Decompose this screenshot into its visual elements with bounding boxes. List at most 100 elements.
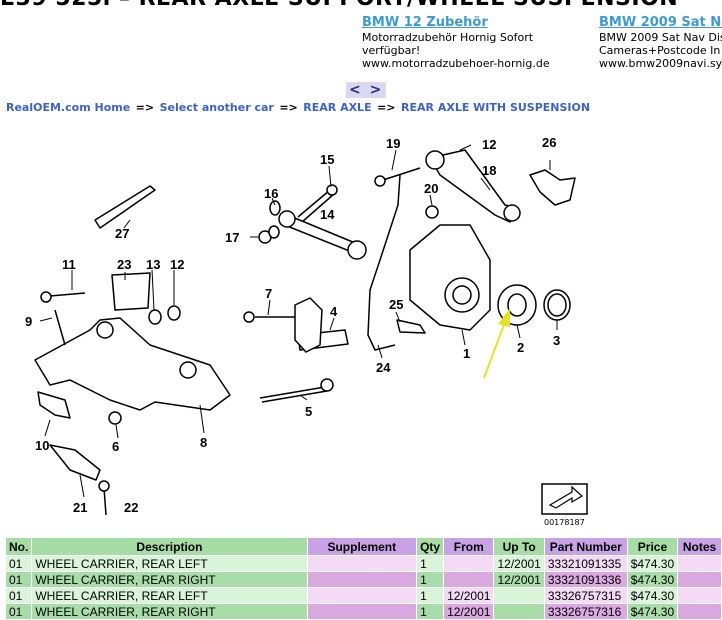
cell-up-to [493,603,545,620]
callout-25: 25 [389,297,403,312]
ad-text: Motorradzubehör Hornig Sofort [362,31,534,44]
cell-supplement [306,555,418,572]
cell-qty: 1 [416,555,445,572]
callout-12b: 12 [170,257,184,272]
breadcrumb-current-link[interactable]: REAR AXLE WITH SUSPENSION [401,101,591,114]
breadcrumb-select-car-link[interactable]: Select another car [159,101,274,114]
cell-from [443,555,495,572]
cell-up-to [493,587,545,604]
table-row[interactable]: 01 WHEEL CARRIER, REAR RIGHT 1 12/2001 3… [4,603,722,620]
callout-2: 2 [517,340,524,355]
table-row[interactable]: 01 WHEEL CARRIER, REAR LEFT 1 12/2001 33… [4,587,722,604]
callout-9: 9 [25,314,32,329]
callout-8: 8 [200,435,207,450]
cell-description: WHEEL CARRIER, REAR LEFT [31,587,308,604]
leader-lines [39,144,558,498]
col-part-number: Part Number [543,537,628,556]
cell-from [443,571,495,588]
cell-no: 01 [4,555,33,572]
figure-stamp: 00178187 [541,483,588,527]
cell-price: $474.30 [626,571,679,588]
callout-3: 3 [553,333,560,348]
figure-number: 00178187 [544,518,585,527]
cell-price: $474.30 [626,587,679,604]
table-row[interactable]: 01 WHEEL CARRIER, REAR LEFT 1 12/2001 33… [4,555,722,572]
callout-10: 10 [35,438,49,453]
callout-12: 12 [482,137,496,152]
cell-description: WHEEL CARRIER, REAR LEFT [31,555,308,572]
cell-part-number[interactable]: 33321091335 [543,555,628,572]
callout-15: 15 [320,152,334,167]
col-description: Description [31,537,308,556]
breadcrumb-rear-axle-link[interactable]: REAR AXLE [303,101,372,114]
table-row[interactable]: 01 WHEEL CARRIER, REAR RIGHT 1 12/2001 3… [4,571,722,588]
cell-supplement [306,603,418,620]
ad-block-2[interactable]: BMW 2009 Sat Nav BMW 2009 Sat Nav Dis Ca… [599,16,722,70]
cell-part-number[interactable]: 33321091336 [543,571,628,588]
cell-notes [677,555,722,572]
callout-20: 20 [424,181,438,196]
cell-up-to: 12/2001 [493,555,545,572]
callout-4: 4 [330,304,338,319]
ad-text: Cameras+Postcode In [599,44,721,57]
callout-27: 27 [115,226,129,241]
cell-no: 01 [4,587,33,604]
col-no: No. [4,537,33,556]
callout-1: 1 [463,346,470,361]
callout-17: 17 [225,230,239,245]
cell-notes [677,587,722,604]
cell-price: $474.30 [626,603,679,620]
callout-14: 14 [320,207,335,222]
cell-price: $474.30 [626,555,679,572]
cell-notes [677,571,722,588]
cell-description: WHEEL CARRIER, REAR RIGHT [31,603,308,620]
col-from: From [443,537,495,556]
cell-from: 12/2001 [443,603,495,620]
callout-5: 5 [305,404,312,419]
ad-title-link[interactable]: BMW 2009 Sat Nav [599,15,722,30]
ad-url[interactable]: www.bmw2009navi.syn [599,57,722,70]
ad-text: BMW 2009 Sat Nav Dis [599,31,722,44]
callout-22: 22 [124,500,138,515]
col-price: Price [626,537,679,556]
cell-from: 12/2001 [443,587,495,604]
breadcrumb-home-link[interactable]: RealOEM.com Home [6,101,131,114]
highlight-arrow [483,308,510,379]
callout-16: 16 [264,186,278,201]
breadcrumb-separator: => [377,101,396,114]
callout-18: 18 [482,163,496,178]
cell-qty: 1 [416,587,445,604]
cell-part-number[interactable]: 33326757315 [543,587,628,604]
cell-qty: 1 [416,603,445,620]
breadcrumb-separator: => [279,101,298,114]
cell-notes [677,603,722,620]
col-up-to: Up To [493,537,545,556]
ad-text: verfügbar! [362,44,421,57]
cell-supplement [306,587,418,604]
breadcrumb-separator: => [135,101,155,114]
callout-13: 13 [146,257,160,272]
cell-up-to: 12/2001 [493,571,545,588]
table-header-row: No. Description Supplement Qty From Up T… [4,537,722,556]
ad-nav-arrows[interactable]: < > [346,82,387,98]
callouts: 1 2 3 4 5 6 7 8 9 10 11 12 12 13 14 15 1… [25,135,560,515]
callout-23: 23 [117,257,131,272]
page-title: E39 525i – REAR AXLE SUPPORT/WHEEL SUSPE… [0,0,678,11]
callout-26: 26 [542,135,556,150]
col-qty: Qty [416,537,445,556]
callout-7: 7 [265,286,272,301]
callout-21: 21 [73,500,87,515]
callout-6: 6 [112,439,119,454]
breadcrumb: RealOEM.com Home => Select another car =… [6,101,590,114]
cell-part-number[interactable]: 33326757316 [543,603,628,620]
col-supplement: Supplement [306,537,418,556]
cell-no: 01 [4,571,33,588]
ad-title-link[interactable]: BMW 12 Zubehör [362,15,488,30]
diagram-parts [34,149,576,516]
parts-diagram[interactable]: 1 2 3 4 5 6 7 8 9 10 11 12 12 13 14 15 1… [0,118,722,530]
ad-block-1[interactable]: BMW 12 Zubehör Motorradzubehör Hornig So… [362,16,550,70]
ad-url[interactable]: www.motorradzubehoer-hornig.de [362,57,550,70]
callout-24: 24 [376,360,391,375]
cell-supplement [306,571,418,588]
cell-qty: 1 [416,571,445,588]
